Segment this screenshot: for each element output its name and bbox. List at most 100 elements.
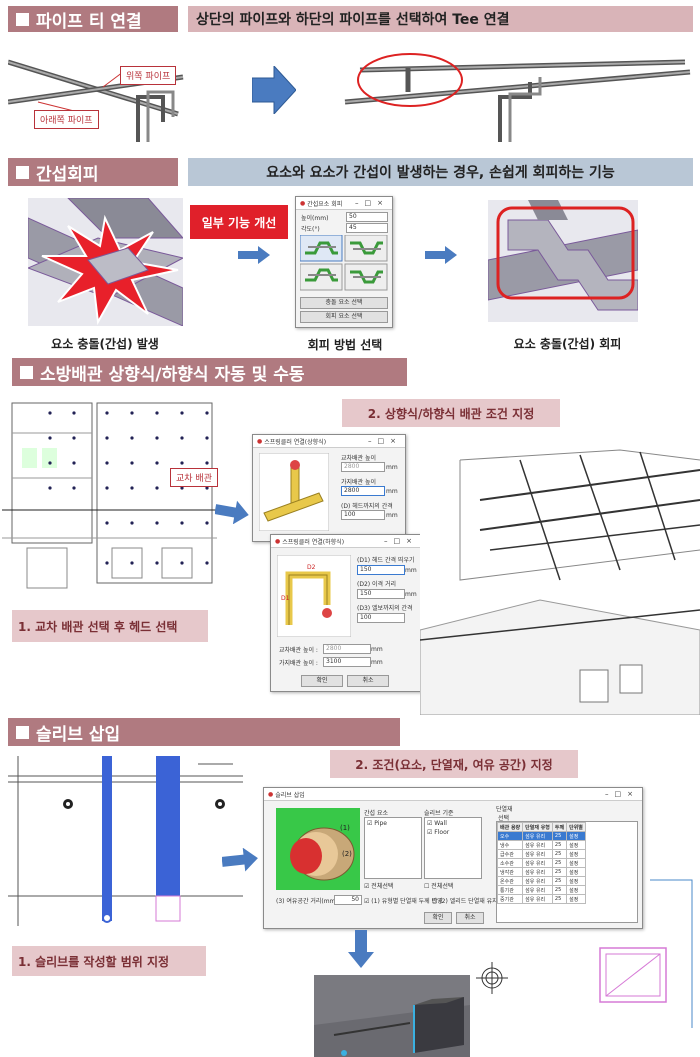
angle-input[interactable]: 45 xyxy=(346,223,388,233)
cancel-button[interactable]: 취소 xyxy=(347,675,389,687)
step-label: 1. 슬리브를 작성할 범위 지정 xyxy=(12,946,206,976)
table-cell: 섬유 유리 xyxy=(522,849,553,859)
step-label: 1. 교차 배관 선택 후 헤드 선택 xyxy=(12,610,208,642)
head-gap-input[interactable]: 100 xyxy=(341,510,385,520)
table-cell[interactable]: 설정 xyxy=(566,831,586,841)
sleeve-3d-view xyxy=(314,975,470,1057)
bullet-square xyxy=(16,12,29,26)
sprinkler-heads xyxy=(48,411,209,565)
sleeve-plan-view xyxy=(8,756,243,926)
cancel-button[interactable]: 취소 xyxy=(456,912,484,924)
dialog-titlebar: ● 슬리브 삽입 –□× xyxy=(264,788,642,801)
badge-improved: 일부 기능 개선 xyxy=(190,205,288,239)
sleeve-frame-symbol xyxy=(599,947,667,1003)
bullet-square xyxy=(20,365,33,379)
pipe-after-illustration xyxy=(344,53,691,142)
section-title: 소방배관 상향식/하향식 자동 및 수동 xyxy=(40,364,305,385)
dialog-titlebar: ● 간섭요소 회피 –□× xyxy=(296,197,392,210)
svg-text:D2: D2 xyxy=(307,564,316,571)
step-label: 2. 상향식/하향식 배관 조건 지정 xyxy=(342,399,560,427)
sleeve-preview-image: (1) (2) xyxy=(276,808,360,890)
select-all-checkbox[interactable]: ☐ 전체선택 xyxy=(424,883,454,890)
table-cell: 온수관 xyxy=(497,876,524,886)
ok-button[interactable]: 확인 xyxy=(301,675,343,687)
table-cell[interactable]: 설정 xyxy=(566,876,586,886)
ok-button[interactable]: 확인 xyxy=(424,912,452,924)
table-cell[interactable]: 설정 xyxy=(566,849,586,859)
element-item[interactable]: ☑ Pipe xyxy=(367,820,387,827)
table-cell[interactable]: 설정 xyxy=(566,858,586,868)
table-cell: 섬유 유리 xyxy=(522,867,553,877)
app-icon: ● xyxy=(275,537,281,545)
sprinkler-up-dialog: ● 스프링클러 연결(상향식) –□× 교차배관 높이 2800 mm 가지배관… xyxy=(252,434,406,542)
cross-height-input[interactable]: 2800 xyxy=(323,644,371,654)
table-cell[interactable]: 설정 xyxy=(566,894,586,904)
window-controls[interactable]: –□× xyxy=(368,437,402,445)
table-cell: 소수관 xyxy=(497,858,524,868)
branch-height-input[interactable]: 3100 xyxy=(323,657,371,667)
table-cell: 급수관 xyxy=(497,849,524,859)
table-header: 배관 용량 xyxy=(497,822,524,832)
keep-insulation-checkbox[interactable]: ☐ (2) 엘리드 단열재 유지 xyxy=(432,898,498,905)
table-header: 단위별 xyxy=(566,822,586,832)
down-pipe-diagram: D1 D2 xyxy=(277,555,351,637)
window-controls[interactable]: –□× xyxy=(384,537,418,545)
select-all-checkbox[interactable]: ☑ 전체선택 xyxy=(364,883,394,890)
height-input[interactable]: 50 xyxy=(346,212,388,222)
app-icon: ● xyxy=(268,790,274,798)
table-cell[interactable]: 설정 xyxy=(566,840,586,850)
host-list[interactable]: ☑ Wall ☑ Floor xyxy=(424,817,482,879)
select-clash-element-button[interactable]: 충돌 요소 선택 xyxy=(300,297,388,309)
table-cell: 25 xyxy=(551,849,568,859)
section-description: 요소와 요소가 간섭이 발생하는 경우, 손쉽게 회피하는 기능 xyxy=(188,158,693,186)
table-cell: 25 xyxy=(551,885,568,895)
insulation-thickness-checkbox[interactable]: ☑ (1) 유형별 단열재 두께 반영 xyxy=(364,898,443,905)
branch-pipe-height-input[interactable]: 2800 xyxy=(341,486,385,496)
sleeve-insert-dialog: ● 슬리브 삽입 –□× (1) (2) 간섭 요소 ☑ Pipe 슬리브 기준… xyxy=(263,787,643,929)
step-label: 2. 조건(요소, 단열재, 여유 공간) 지정 xyxy=(330,750,578,778)
table-cell: 섬유 유리 xyxy=(522,840,553,850)
window-controls[interactable]: –□× xyxy=(355,199,389,207)
avoid-method-options[interactable] xyxy=(300,235,388,291)
elbow-gap-input[interactable]: 100 xyxy=(357,613,405,623)
section-title: 슬리브 삽입 xyxy=(36,724,121,745)
table-cell[interactable]: 설정 xyxy=(566,867,586,877)
host-item[interactable]: ☑ Wall xyxy=(427,820,447,827)
element-list[interactable]: ☑ Pipe xyxy=(364,817,422,879)
svg-text:(1): (1) xyxy=(340,824,350,832)
free-space-input[interactable]: 50 xyxy=(334,895,362,905)
section-header-clash-avoid: 간섭회피 xyxy=(8,158,178,186)
dialog-titlebar: ● 스프링클러 연결(상향식) –□× xyxy=(253,435,405,448)
arrow-down-icon xyxy=(348,930,374,968)
host-item[interactable]: ☑ Floor xyxy=(427,829,450,836)
head-offset-input[interactable]: 150 xyxy=(357,565,405,575)
table-cell: 중기관 xyxy=(497,894,524,904)
clash-avoided-illustration xyxy=(488,200,638,322)
bullet-square xyxy=(16,725,29,739)
up-pipe-diagram xyxy=(259,453,329,531)
section-header-sleeve: 슬리브 삽입 xyxy=(8,718,400,746)
table-cell: 냉수 xyxy=(497,840,524,850)
svg-text:D1: D1 xyxy=(281,595,290,602)
caption-clash-avoided: 요소 충돌(간섭) 회피 xyxy=(513,337,622,351)
clearance-input[interactable]: 150 xyxy=(357,589,405,599)
callout-cross-pipe: 교차 배관 xyxy=(170,468,218,487)
arrow-right-icon xyxy=(252,66,296,114)
crosshair-symbol xyxy=(476,962,508,994)
window-controls[interactable]: –□× xyxy=(605,790,639,798)
table-cell[interactable]: 설정 xyxy=(566,885,586,895)
select-avoid-element-button[interactable]: 회피 요소 선택 xyxy=(300,311,388,323)
caption-clash: 요소 충돌(간섭) 발생 xyxy=(51,337,159,351)
section-description: 상단의 파이프와 하단의 파이프를 선택하여 Tee 연결 xyxy=(188,6,693,32)
cross-pipe-height-input[interactable]: 2800 xyxy=(341,462,385,472)
